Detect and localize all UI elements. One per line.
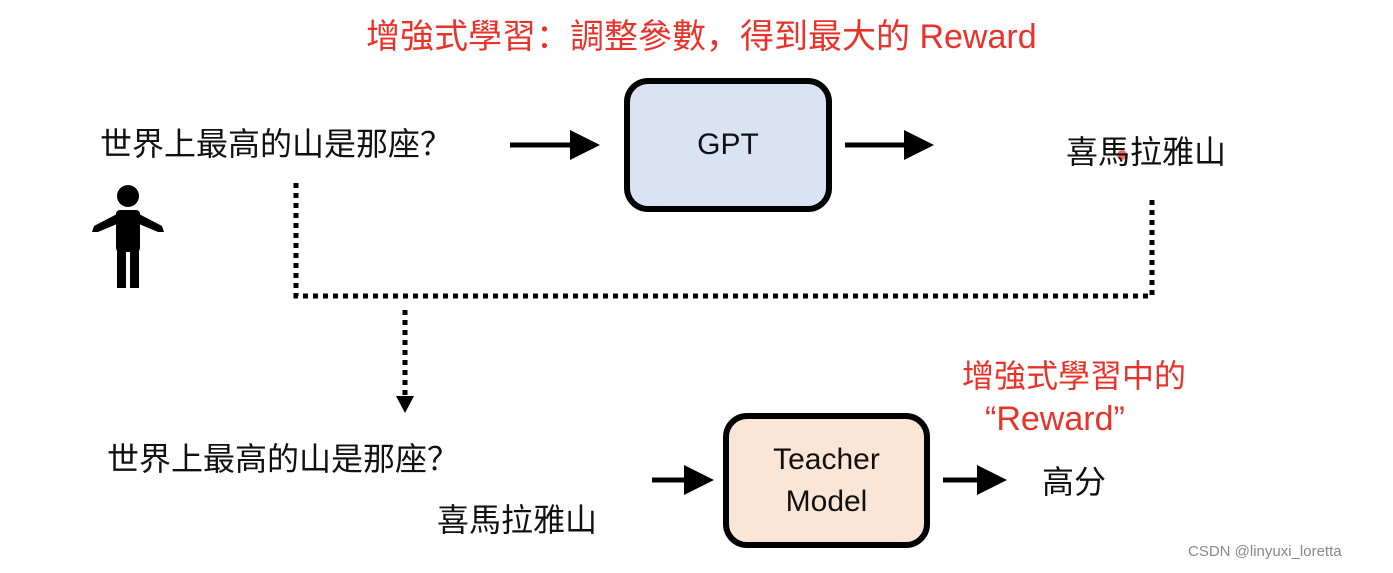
bottom-answer: 喜馬拉雅山	[437, 501, 598, 539]
teacher-model-box: Teacher Model	[723, 413, 930, 548]
top-answer: 喜馬拉雅山	[1066, 133, 1227, 171]
cursor-dot	[1117, 150, 1127, 160]
annotation-line1: 增強式學習中的	[962, 358, 1187, 394]
top-question: 世界上最高的山是那座？	[100, 125, 453, 163]
person-icon	[92, 185, 164, 288]
bottom-question: 世界上最高的山是那座？	[107, 440, 460, 478]
score-output: 高分	[1042, 463, 1107, 501]
annotation-line2: “Reward”	[985, 400, 1125, 438]
gpt-label: GPT	[697, 128, 759, 161]
watermark: CSDN @linyuxi_loretta	[1188, 543, 1342, 560]
title: 增強式學習：調整參數，得到最大的 Reward	[366, 18, 1037, 56]
teacher-label-line1: Teacher	[773, 442, 880, 476]
dotted-arrowhead	[396, 396, 414, 413]
gpt-box: GPT	[624, 78, 832, 212]
dotted-connector	[293, 183, 1155, 299]
teacher-label-line2: Model	[785, 484, 868, 518]
